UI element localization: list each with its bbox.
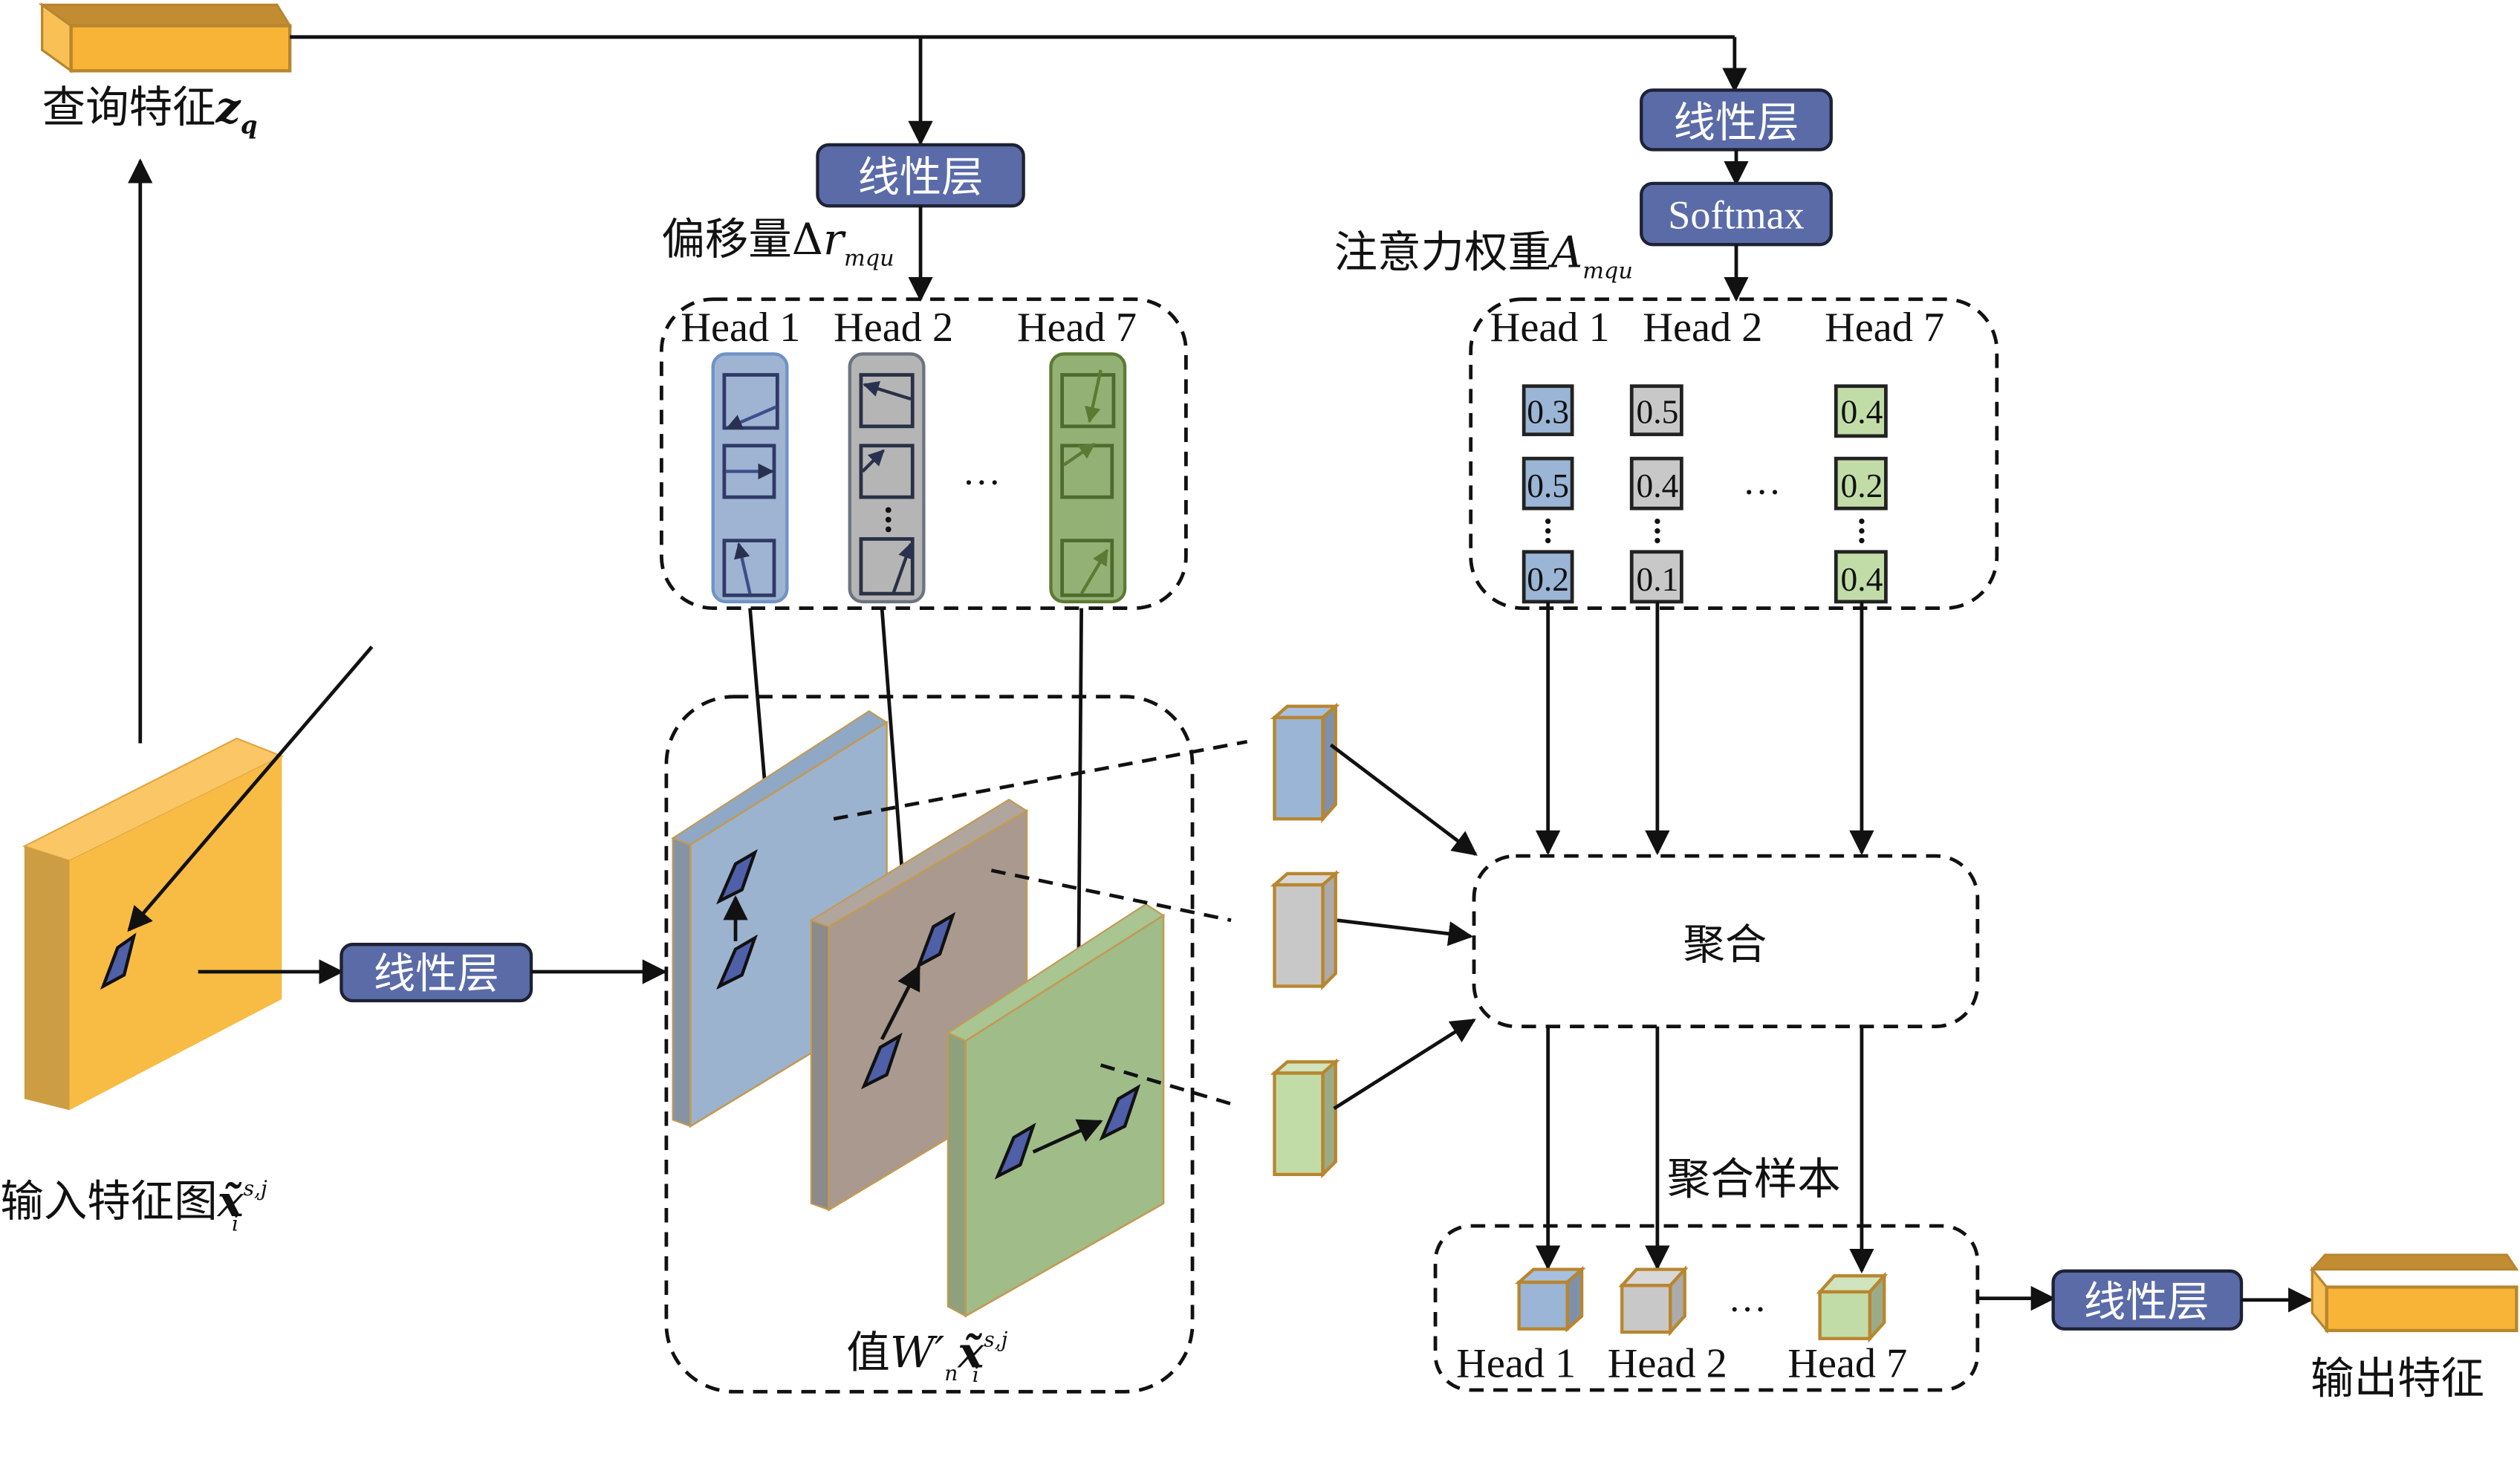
sample-point-icon xyxy=(861,1032,903,1090)
reference-point-arrow xyxy=(127,646,374,932)
value-maps-container xyxy=(664,695,1195,1394)
offset-head-7-to-value-arrow xyxy=(1065,608,1091,1016)
attention-head-2-weights: 0.5 0.4 0.1 xyxy=(1629,384,1683,604)
offset-head-2-column xyxy=(848,352,926,604)
output-linear-layer: 线性层 xyxy=(2051,1269,2244,1331)
output-feature-label: 输出特征 xyxy=(2310,1353,2484,1403)
offset-ellipsis: … xyxy=(962,451,1001,493)
offset-head-2-label: Head 2 xyxy=(834,305,953,351)
aggregated-head-1-label: Head 1 xyxy=(1456,1341,1576,1387)
aggregated-sample-head-2 xyxy=(1618,1264,1689,1337)
aggregated-samples-ellipsis: … xyxy=(1728,1278,1767,1320)
svg-text:Softmax: Softmax xyxy=(1668,193,1804,238)
aggregated-sample-head-7 xyxy=(1816,1271,1889,1343)
offset-vector-icon xyxy=(726,405,777,430)
aggregate-box xyxy=(1472,854,1980,1029)
svg-text:线性层: 线性层 xyxy=(1674,99,1799,147)
weight-value: 0.5 xyxy=(1527,467,1569,504)
aggregated-sample-head-1 xyxy=(1514,1265,1586,1333)
attention-head-1-label: Head 1 xyxy=(1490,305,1610,351)
sampled-value-head-7 xyxy=(1270,1058,1340,1179)
offset-vector-icon xyxy=(863,381,912,401)
offset-vector-icon xyxy=(1062,442,1096,467)
input-feature-map xyxy=(22,737,285,1111)
weight-value: 0.2 xyxy=(1841,467,1883,504)
weight-value: 0.2 xyxy=(1527,560,1569,598)
attention-heads-container xyxy=(1469,297,1999,610)
offset-head-7-column xyxy=(1049,352,1127,604)
sampled-head-2-to-aggregate-arrow xyxy=(1337,918,1474,946)
sample-point-icon xyxy=(1099,1084,1141,1141)
offset-head-7-label: Head 7 xyxy=(1017,305,1137,351)
weight-value: 0.5 xyxy=(1636,393,1678,431)
projection-line-head-2 xyxy=(990,868,1232,923)
sampled-head-1-to-aggregate-arrow xyxy=(1329,743,1478,856)
weight-value: 0.3 xyxy=(1527,393,1569,431)
aggregate-label: 聚合 xyxy=(1683,921,1767,970)
offset-label: 偏移量Δrmqu xyxy=(661,214,894,271)
value-linear-layer: 线性层 xyxy=(340,943,533,1003)
sampled-value-head-2 xyxy=(1270,870,1340,990)
offset-linear-layer: 线性层 xyxy=(816,143,1025,208)
aggregated-head-7-label: Head 7 xyxy=(1787,1341,1907,1387)
offset-vector-icon xyxy=(1085,369,1102,423)
weight-value: 0.4 xyxy=(1841,393,1883,431)
projection-line-head-1 xyxy=(833,739,1248,821)
attention-head-2-label: Head 2 xyxy=(1643,305,1762,351)
aggregated-samples-label: 聚合样本 xyxy=(1667,1154,1841,1204)
attention-head-1-weights: 0.3 0.5 0.2 xyxy=(1522,384,1574,604)
sample-point-icon xyxy=(994,1123,1036,1180)
softmax-layer: Softmax xyxy=(1640,181,1833,247)
sample-point-icon xyxy=(915,912,956,969)
offset-head-1-column xyxy=(711,352,789,604)
svg-text:线性层: 线性层 xyxy=(374,950,499,998)
attention-weights-label: 注意力权重Amqu xyxy=(1334,227,1633,284)
attention-head-7-weights: 0.4 0.2 0.4 xyxy=(1834,384,1888,604)
value-map-head-7 xyxy=(946,903,1166,1318)
sampling-offset-arrow xyxy=(880,964,921,1041)
attention-ellipsis: … xyxy=(1743,461,1782,503)
offset-vector-icon xyxy=(892,542,914,594)
sampling-offset-arrow xyxy=(1032,1119,1103,1154)
offset-vector-icon xyxy=(861,449,885,473)
attention-linear-layer: 线性层 xyxy=(1640,88,1833,152)
offset-head-1-label: Head 1 xyxy=(681,305,800,351)
query-feature-block xyxy=(38,2,293,74)
offset-vector-icon xyxy=(1079,548,1109,595)
input-sample-point xyxy=(100,932,137,990)
query-feature-label: 查询特征zq xyxy=(42,82,258,140)
sample-point-icon xyxy=(716,848,758,905)
svg-text:线性层: 线性层 xyxy=(2084,1278,2209,1326)
svg-text:线性层: 线性层 xyxy=(858,154,984,202)
weight-value: 0.4 xyxy=(1841,560,1883,598)
weight-value: 0.1 xyxy=(1636,560,1678,598)
aggregated-head-2-label: Head 2 xyxy=(1608,1341,1727,1387)
weight-value: 0.4 xyxy=(1636,467,1678,504)
sampled-value-head-1 xyxy=(1270,702,1340,823)
offset-vector-icon xyxy=(734,542,752,594)
sample-point-icon xyxy=(716,934,758,990)
attention-head-7-label: Head 7 xyxy=(1825,305,1944,351)
output-feature-block xyxy=(2309,1253,2519,1334)
sampled-head-7-to-aggregate-arrow xyxy=(1333,1018,1476,1111)
offset-heads-container xyxy=(660,297,1188,610)
